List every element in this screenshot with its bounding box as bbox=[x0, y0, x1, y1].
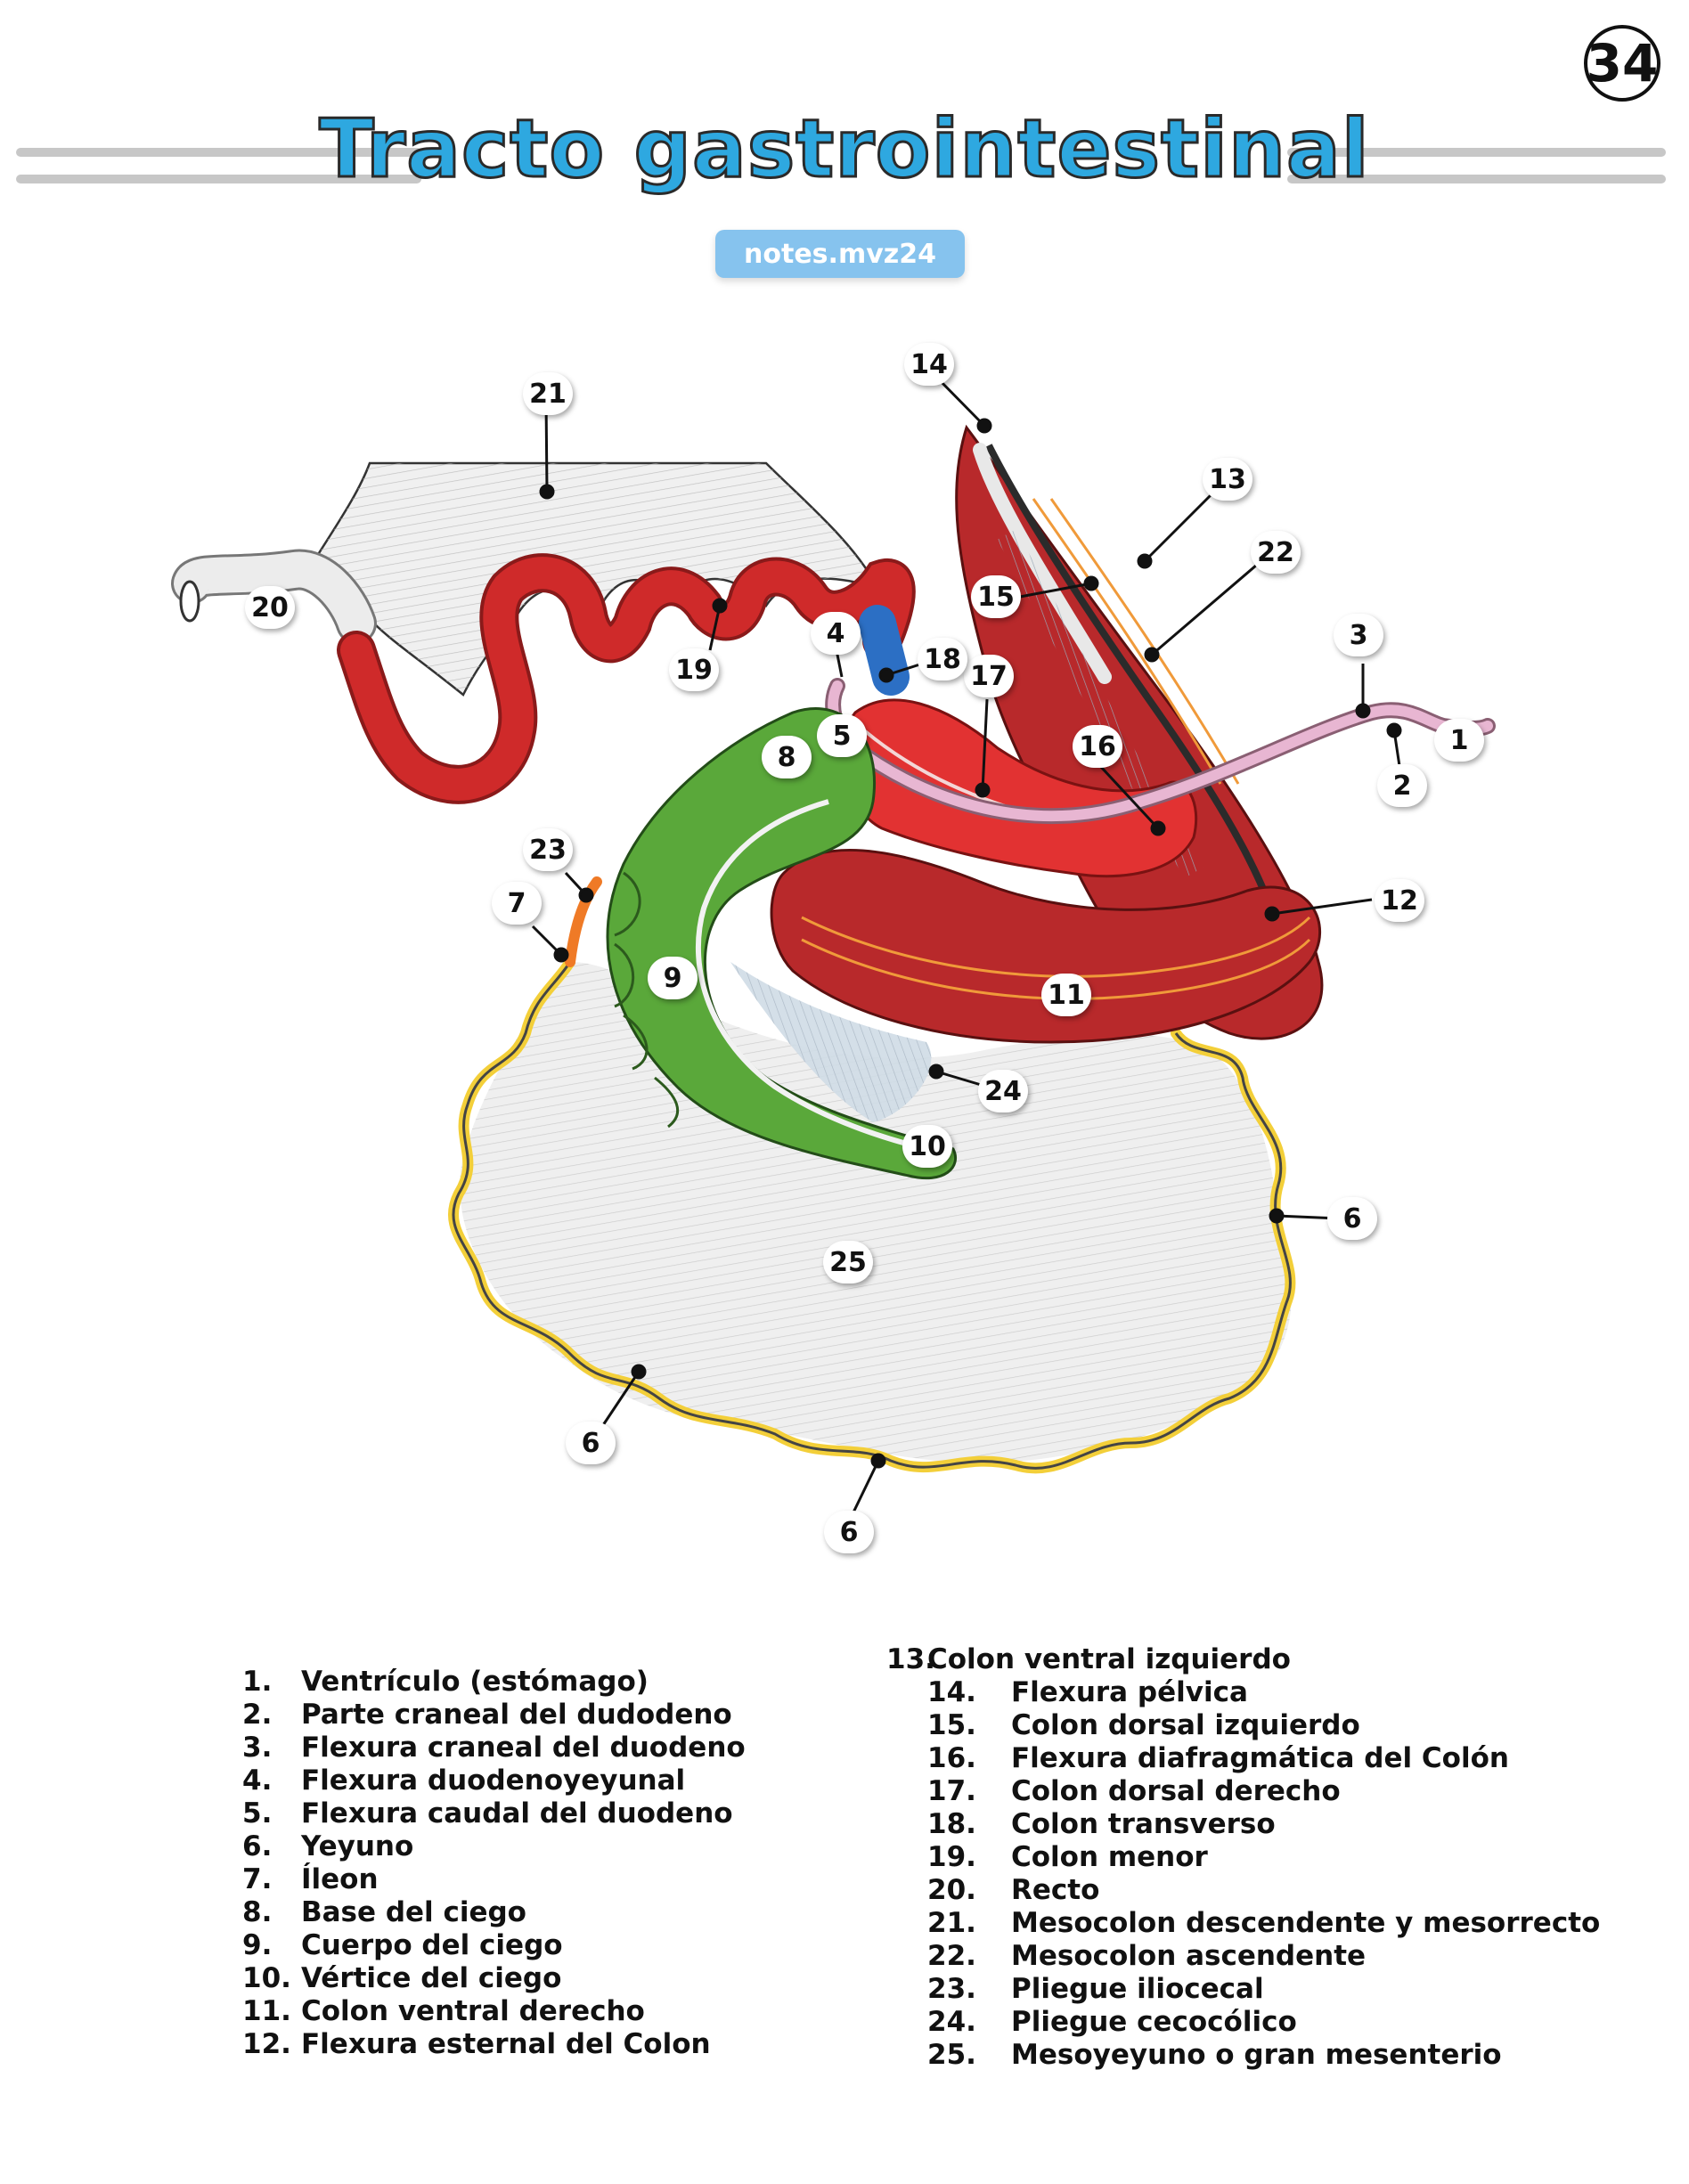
legend-number: 6. bbox=[242, 1830, 273, 1862]
callout-19: 19 bbox=[669, 648, 719, 691]
legend-number: 24. bbox=[927, 2006, 976, 2038]
source-badge: notes.mvz24 bbox=[715, 230, 965, 278]
legend-text: Íleon bbox=[301, 1863, 379, 1895]
right-ventral-colon bbox=[770, 849, 1321, 1044]
cecum bbox=[606, 707, 957, 1180]
title-rule-left-top bbox=[16, 148, 421, 157]
title-rule-left-bottom bbox=[16, 175, 421, 183]
legend-text: Mesocolon descendente y mesorrecto bbox=[1011, 1907, 1601, 1939]
legend-number: 25. bbox=[927, 2039, 976, 2071]
callout-3: 3 bbox=[1334, 614, 1383, 656]
callout-10: 10 bbox=[902, 1125, 952, 1168]
gastrointestinal-tract-illustration bbox=[171, 424, 1496, 1474]
callout-22: 22 bbox=[1251, 531, 1301, 574]
legend-number: 16. bbox=[927, 1742, 976, 1774]
callout-1: 1 bbox=[1434, 719, 1484, 762]
legend-text: Colon ventral izquierdo bbox=[927, 1643, 1291, 1675]
legend-text: Colon transverso bbox=[1011, 1808, 1276, 1840]
legend-right: 13.Colon ventral izquierdo 14. Flexura pé… bbox=[886, 1643, 1600, 2089]
callout-25: 25 bbox=[823, 1241, 873, 1284]
callout-5: 5 bbox=[817, 714, 867, 757]
callout-24: 24 bbox=[978, 1070, 1028, 1112]
legend-number: 20. bbox=[927, 1874, 976, 1906]
legend-text: Base del ciego bbox=[301, 1896, 526, 1928]
legend-number: 19. bbox=[927, 1841, 976, 1873]
callout-6b: 6 bbox=[824, 1511, 874, 1553]
legend-number: 1. bbox=[242, 1666, 273, 1698]
callout-18: 18 bbox=[918, 638, 967, 680]
legend-number: 22. bbox=[927, 1940, 976, 1972]
legend-number: 14. bbox=[927, 1676, 976, 1708]
legend-number: 21. bbox=[927, 1907, 976, 1939]
legend-number: 5. bbox=[242, 1797, 273, 1830]
callout-16: 16 bbox=[1073, 725, 1122, 768]
callout-15: 15 bbox=[971, 575, 1021, 618]
legend-number: 18. bbox=[927, 1808, 976, 1840]
legend-text: Flexura caudal del duodeno bbox=[301, 1797, 733, 1830]
title-rule-right-top bbox=[1287, 148, 1666, 157]
legend-text: Colon ventral derecho bbox=[301, 1995, 645, 2027]
legend-text: Yeyuno bbox=[301, 1830, 414, 1862]
page-number: 34 bbox=[1584, 25, 1660, 102]
callout-9: 9 bbox=[648, 957, 698, 999]
callout-21: 21 bbox=[523, 372, 573, 415]
legend-text: Cuerpo del ciego bbox=[301, 1929, 563, 1961]
legend-number: 15. bbox=[927, 1709, 976, 1741]
callout-2: 2 bbox=[1377, 764, 1427, 807]
callout-11: 11 bbox=[1041, 974, 1091, 1016]
callout-6a: 6 bbox=[566, 1422, 616, 1464]
legend-number: 3. bbox=[242, 1732, 273, 1764]
title-rule-right-bottom bbox=[1287, 175, 1666, 183]
callout-17: 17 bbox=[964, 655, 1014, 697]
legend-text: Colon dorsal derecho bbox=[1011, 1775, 1341, 1807]
legend-number: 11. bbox=[242, 1995, 291, 2027]
callout-leader-lines bbox=[531, 372, 1404, 1515]
legend-text: Vértice del ciego bbox=[301, 1962, 562, 1994]
legend-number: 9. bbox=[242, 1929, 273, 1961]
legend-number: 23. bbox=[927, 1973, 976, 2005]
legend-text: Pliegue iliocecal bbox=[1011, 1973, 1264, 2005]
ileum bbox=[565, 876, 602, 967]
callout-8: 8 bbox=[762, 736, 812, 778]
legend-text: Mesoyeyuno o gran mesenterio bbox=[1011, 2039, 1502, 2071]
legend-left: 1. Ventrículo (estómago) 2. Parte craneal … bbox=[242, 1666, 746, 2066]
legend-number: 7. bbox=[242, 1863, 273, 1895]
legend-number: 4. bbox=[242, 1764, 273, 1797]
legend-text: Flexura pélvica bbox=[1011, 1676, 1248, 1708]
legend-number: 10. bbox=[242, 1962, 291, 1994]
legend-text: Mesocolon ascendente bbox=[1011, 1940, 1367, 1972]
legend-number: 12. bbox=[242, 2028, 291, 2060]
legend-number: 8. bbox=[242, 1896, 273, 1928]
callout-7: 7 bbox=[492, 882, 542, 925]
legend-text: Recto bbox=[1011, 1874, 1100, 1906]
legend-text: Colon menor bbox=[1011, 1841, 1208, 1873]
legend-number: 17. bbox=[927, 1775, 976, 1807]
page-title: Tracto gastrointestinal bbox=[318, 102, 1370, 198]
callout-13: 13 bbox=[1203, 458, 1252, 501]
legend-number: 2. bbox=[242, 1699, 273, 1731]
callout-6c: 6 bbox=[1327, 1197, 1377, 1240]
callout-20: 20 bbox=[245, 586, 295, 629]
callout-4: 4 bbox=[811, 612, 861, 655]
legend-text: Flexura esternal del Colon bbox=[301, 2028, 711, 2060]
callout-12: 12 bbox=[1375, 879, 1424, 922]
legend-text: Flexura craneal del duodeno bbox=[301, 1732, 746, 1764]
legend-text: Pliegue cecocólico bbox=[1011, 2006, 1297, 2038]
right-dorsal-colon bbox=[841, 698, 1198, 878]
callout-14: 14 bbox=[904, 343, 954, 386]
legend-text: Parte craneal del dudodeno bbox=[301, 1699, 732, 1731]
legend-text: Flexura duodenoyeyunal bbox=[301, 1764, 686, 1797]
legend-text: Colon dorsal izquierdo bbox=[1011, 1709, 1360, 1741]
legend-text: Flexura diafragmática del Colón bbox=[1011, 1742, 1509, 1774]
legend-text: Ventrículo (estómago) bbox=[301, 1666, 649, 1698]
legend-number: 13. bbox=[886, 1643, 935, 1675]
callout-23: 23 bbox=[523, 828, 573, 871]
